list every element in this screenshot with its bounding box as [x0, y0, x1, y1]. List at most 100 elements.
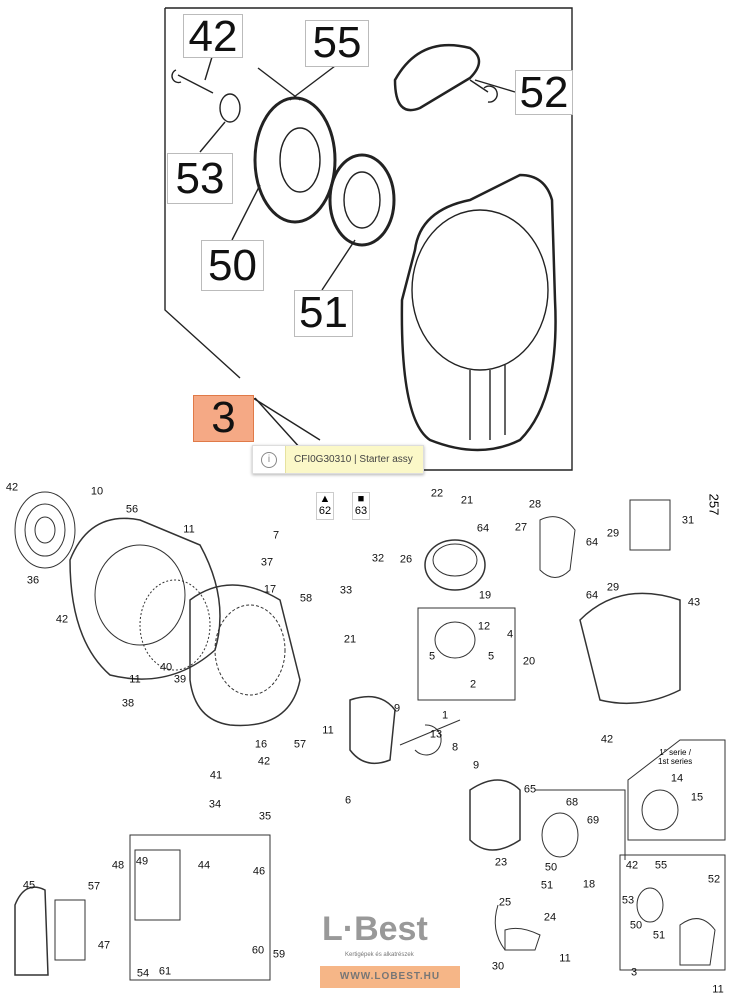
spring-51	[328, 153, 396, 247]
part-label-53[interactable]: 53	[621, 894, 635, 907]
part-label-59[interactable]: 59	[272, 948, 286, 961]
callout-51[interactable]: 51	[294, 290, 353, 337]
part-label-37[interactable]: 37	[260, 556, 274, 569]
callout-53[interactable]: 53	[167, 153, 233, 204]
ignition-coil	[504, 927, 541, 951]
part-label-19[interactable]: 19	[478, 589, 492, 602]
part-label-6[interactable]: 6	[344, 794, 352, 807]
callout-3-selected[interactable]: 3	[193, 395, 254, 442]
part-label-29[interactable]: 29	[606, 527, 620, 540]
part-label-42[interactable]: 42	[625, 859, 639, 872]
callout-52[interactable]: 52	[515, 70, 573, 115]
series-box	[627, 739, 726, 841]
part-label-50[interactable]: 50	[629, 919, 643, 932]
part-label-14[interactable]: 14	[670, 772, 684, 785]
callout-55[interactable]: 55	[305, 20, 369, 67]
part-label-42[interactable]: 42	[257, 755, 271, 768]
part-label-10[interactable]: 10	[90, 485, 104, 498]
part-label-60[interactable]: 60	[251, 944, 265, 957]
part-label-45[interactable]: 45	[22, 879, 36, 892]
callout-50[interactable]: 50	[201, 240, 264, 291]
rope-55	[257, 67, 301, 101]
part-label-34[interactable]: 34	[208, 798, 222, 811]
part-label-47[interactable]: 47	[97, 939, 111, 952]
part-label-13[interactable]: 13	[429, 728, 443, 741]
part-label-5[interactable]: 5	[487, 650, 495, 663]
callout-42[interactable]: 42	[183, 14, 243, 59]
part-label-11[interactable]: 11	[129, 673, 141, 686]
part-label-18[interactable]: 18	[582, 878, 596, 891]
legend-triangle-label: 62	[318, 505, 332, 517]
part-label-12[interactable]: 12	[477, 620, 491, 633]
part-label-29[interactable]: 29	[606, 581, 620, 594]
part-label-1[interactable]: 1	[441, 709, 449, 722]
part-label-64[interactable]: 64	[585, 536, 599, 549]
part-label-46[interactable]: 46	[252, 865, 266, 878]
part-label-57[interactable]: 57	[87, 880, 101, 893]
part-label-35[interactable]: 35	[258, 810, 272, 823]
part-label-42[interactable]: 42	[55, 613, 69, 626]
part-label-16[interactable]: 16	[254, 738, 268, 751]
part-label-31[interactable]: 31	[681, 514, 695, 527]
part-label-30[interactable]: 30	[491, 960, 505, 973]
part-label-26[interactable]: 26	[399, 553, 413, 566]
part-label-39[interactable]: 39	[173, 673, 187, 686]
part-label-69[interactable]: 69	[586, 814, 600, 827]
part-label-56[interactable]: 56	[125, 503, 139, 516]
part-label-54[interactable]: 54	[136, 967, 150, 980]
part-label-25[interactable]: 25	[498, 896, 512, 909]
part-label-55[interactable]: 55	[654, 859, 668, 872]
part-label-44[interactable]: 44	[197, 859, 211, 872]
part-label-36[interactable]: 36	[26, 574, 40, 587]
starter-box	[619, 854, 726, 971]
part-label-21[interactable]: 21	[460, 494, 474, 507]
part-label-7[interactable]: 7	[272, 529, 280, 542]
crankcase	[469, 779, 521, 851]
part-label-33[interactable]: 33	[339, 584, 353, 597]
part-label-8[interactable]: 8	[451, 741, 459, 754]
part-label-11[interactable]: 11	[322, 724, 334, 737]
part-label-43[interactable]: 43	[687, 596, 701, 609]
part-label-64[interactable]: 64	[476, 522, 490, 535]
part-label-49[interactable]: 49	[135, 855, 149, 868]
part-label-21[interactable]: 21	[343, 633, 357, 646]
part-label-51[interactable]: 51	[540, 879, 554, 892]
part-label-5[interactable]: 5	[428, 650, 436, 663]
part-label-32[interactable]: 32	[371, 552, 385, 565]
part-label-48[interactable]: 48	[111, 859, 125, 872]
fan-housing-38	[69, 517, 221, 680]
part-label-50[interactable]: 50	[544, 861, 558, 874]
part-label-51[interactable]: 51	[652, 929, 666, 942]
part-label-52[interactable]: 52	[707, 873, 721, 886]
part-label-42[interactable]: 42	[600, 733, 614, 746]
part-label-20[interactable]: 20	[522, 655, 536, 668]
part-label-2[interactable]: 2	[469, 678, 477, 691]
part-label-17[interactable]: 17	[263, 583, 277, 596]
part-label-57[interactable]: 57	[293, 738, 307, 751]
page-number: 257	[706, 493, 722, 516]
watermark-logo: L·Best	[322, 910, 428, 948]
part-label-15[interactable]: 15	[690, 791, 704, 804]
part-label-61[interactable]: 61	[158, 965, 172, 978]
part-label-40[interactable]: 40	[159, 661, 173, 674]
crankcase-half	[349, 695, 396, 765]
part-label-27[interactable]: 27	[514, 521, 528, 534]
part-label-22[interactable]: 22	[430, 487, 444, 500]
part-label-24[interactable]: 24	[543, 911, 557, 924]
part-label-3[interactable]: 3	[630, 966, 638, 979]
part-label-68[interactable]: 68	[565, 796, 579, 809]
part-label-41[interactable]: 41	[209, 769, 223, 782]
part-label-42[interactable]: 42	[5, 481, 19, 494]
part-label-11[interactable]: 11	[559, 952, 571, 965]
part-label-4[interactable]: 4	[506, 628, 514, 641]
part-label-23[interactable]: 23	[494, 856, 508, 869]
part-label-11[interactable]: 11	[712, 983, 724, 996]
part-label-38[interactable]: 38	[121, 697, 135, 710]
part-label-11[interactable]: 11	[183, 523, 195, 536]
part-label-65[interactable]: 65	[523, 783, 537, 796]
part-label-9[interactable]: 9	[472, 759, 480, 772]
part-label-64[interactable]: 64	[585, 589, 599, 602]
part-label-9[interactable]: 9	[393, 702, 401, 715]
part-label-28[interactable]: 28	[528, 498, 542, 511]
part-label-58[interactable]: 58	[299, 592, 313, 605]
